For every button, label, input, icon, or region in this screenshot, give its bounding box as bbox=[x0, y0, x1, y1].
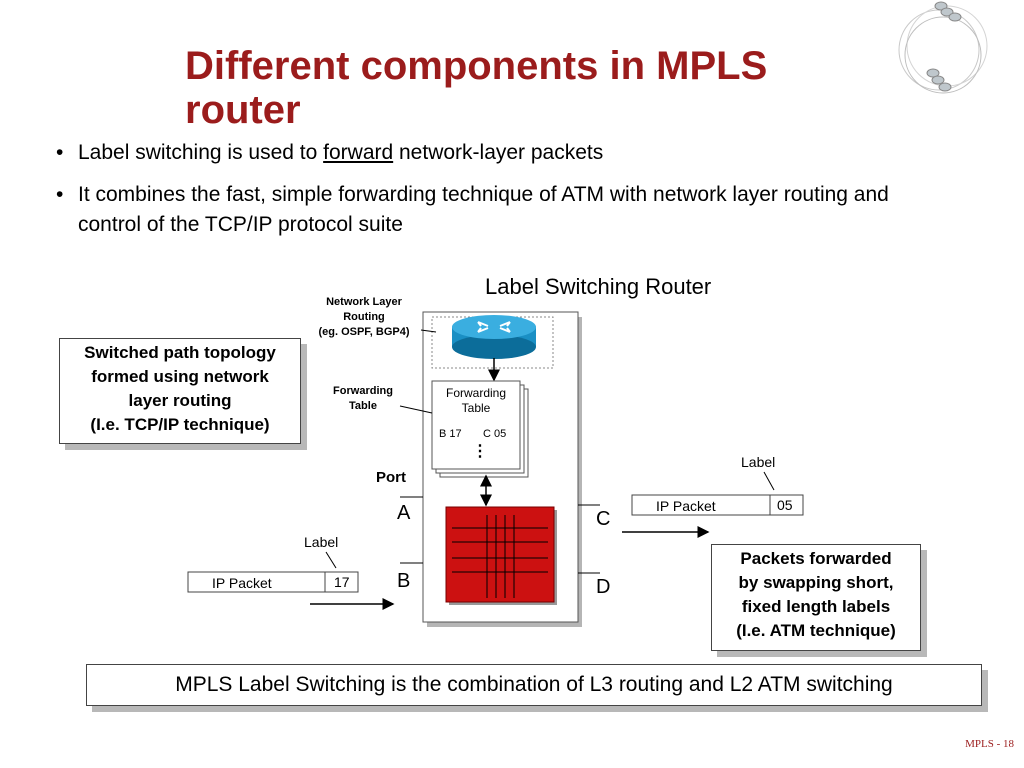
forwarding-table-front bbox=[431, 380, 521, 470]
in-packet-label: 17 bbox=[334, 574, 350, 590]
right-callout: Packets forwarded by swapping short, fix… bbox=[711, 544, 921, 651]
out-label-caption: Label bbox=[741, 454, 776, 470]
summary-box: MPLS Label Switching is the combination … bbox=[86, 664, 982, 706]
fabric-grid bbox=[452, 515, 548, 598]
underlined-word: forward bbox=[323, 141, 394, 164]
router-icon bbox=[452, 315, 536, 359]
network-pointer bbox=[420, 329, 437, 333]
forwarding-label-line: Forwarding bbox=[333, 385, 393, 397]
fwd-table-title: Forwarding Table bbox=[432, 386, 520, 416]
switch-fabric bbox=[445, 506, 555, 603]
out-packet-payload: IP Packet bbox=[656, 498, 716, 514]
port-b: B bbox=[397, 570, 411, 592]
forwarding-label-line: Table bbox=[349, 400, 377, 412]
bullet-text-end: network-layer packets bbox=[393, 141, 604, 164]
fwd-entry-in: B 17 bbox=[439, 428, 462, 440]
bullet-text: Label switching is used to bbox=[78, 141, 324, 164]
bullet-marker: • bbox=[56, 141, 64, 164]
port-a: A bbox=[397, 502, 411, 524]
left-callout-line: layer routing bbox=[128, 391, 232, 410]
in-packet-payload: IP Packet bbox=[212, 575, 272, 591]
bullet-marker: • bbox=[56, 183, 64, 206]
left-callout: Switched path topology formed using netw… bbox=[59, 338, 301, 444]
right-callout-line: fixed length labels bbox=[741, 597, 891, 616]
out-packet-label: 05 bbox=[777, 497, 793, 513]
left-callout-line: (I.e. TCP/IP technique) bbox=[90, 415, 270, 434]
forwarding-table-label: Forwarding Table bbox=[318, 384, 408, 414]
network-layer-line: (eg. OSPF, BGP4) bbox=[318, 326, 410, 338]
in-label-pointer bbox=[325, 551, 337, 569]
left-callout-line: formed using network bbox=[91, 367, 269, 386]
slide-footer: MPLS - 18 bbox=[965, 738, 1014, 750]
fwd-entry-out: C 05 bbox=[483, 428, 507, 440]
left-callout-line: Switched path topology bbox=[84, 343, 276, 362]
right-callout-line: by swapping short, bbox=[738, 573, 894, 592]
right-callout-line: Packets forwarded bbox=[740, 549, 892, 568]
network-layer-line: Network Layer bbox=[326, 296, 402, 308]
incoming-packet-box bbox=[187, 571, 359, 593]
bullet-item: • It combines the fast, simple forwardin… bbox=[56, 180, 956, 240]
outgoing-packet-box bbox=[631, 494, 804, 516]
bullet-item: • Label switching is used to forward net… bbox=[56, 138, 956, 168]
port-label: Port bbox=[376, 469, 406, 486]
forwarding-pointer bbox=[399, 405, 433, 414]
in-label-caption: Label bbox=[304, 534, 339, 550]
port-c: C bbox=[596, 508, 611, 530]
network-layer-line: Routing bbox=[343, 311, 385, 323]
right-callout-line: (I.e. ATM technique) bbox=[736, 621, 896, 640]
fwd-ellipsis: ⋮ bbox=[472, 443, 488, 460]
bullet-text: It combines the fast, simple forwarding … bbox=[78, 183, 889, 236]
network-layer-label: Network Layer Routing (eg. OSPF, BGP4) bbox=[305, 295, 423, 340]
fwd-table-title-line: Table bbox=[461, 401, 491, 415]
out-label-pointer bbox=[763, 471, 775, 491]
bullet-list: • Label switching is used to forward net… bbox=[56, 138, 956, 252]
port-d: D bbox=[596, 576, 611, 598]
router-title: Label Switching Router bbox=[485, 274, 712, 299]
fwd-table-title-line: Forwarding bbox=[445, 386, 507, 400]
slide-title: Different components in MPLS router bbox=[185, 44, 768, 132]
logo-rings-icon bbox=[898, 1, 988, 94]
